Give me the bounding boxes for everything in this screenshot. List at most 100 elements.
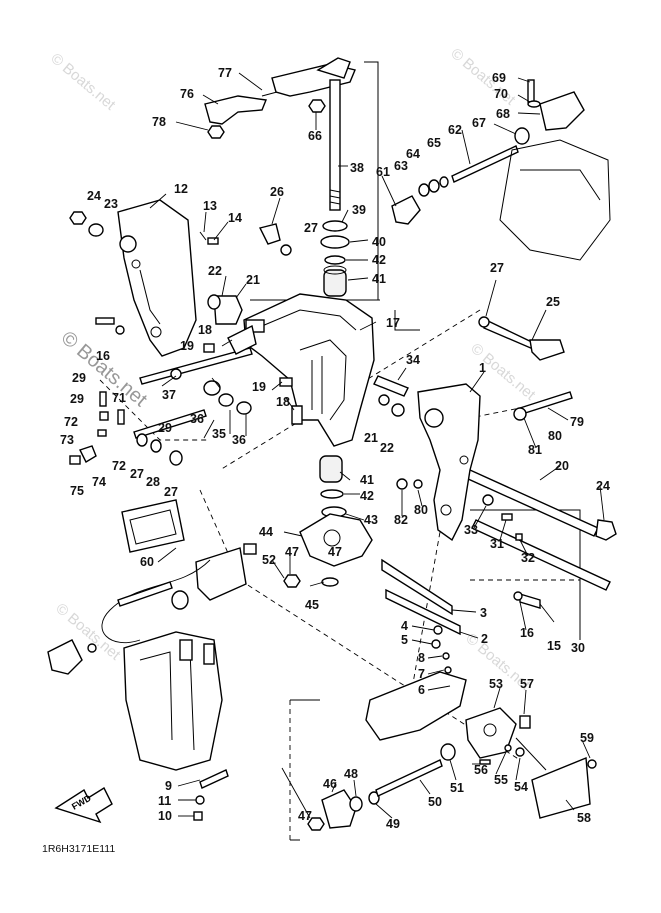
part-label[interactable]: 80 <box>414 503 428 517</box>
part-label[interactable]: 26 <box>270 185 284 199</box>
part-label[interactable]: 21 <box>364 431 378 445</box>
part-label[interactable]: 34 <box>406 353 420 367</box>
part-label[interactable]: 56 <box>474 763 488 777</box>
part-label[interactable]: 64 <box>406 147 420 161</box>
part-label[interactable]: 23 <box>104 197 118 211</box>
part-label[interactable]: 24 <box>87 189 101 203</box>
part-label[interactable]: 14 <box>228 211 242 225</box>
part-label[interactable]: 29 <box>70 392 84 406</box>
part-label[interactable]: 49 <box>386 817 400 831</box>
part-label[interactable]: 55 <box>494 773 508 787</box>
part-label[interactable]: 45 <box>305 598 319 612</box>
part-label[interactable]: 8 <box>418 651 425 665</box>
part-label[interactable]: 18 <box>198 323 212 337</box>
part-label[interactable]: 43 <box>364 513 378 527</box>
part-label[interactable]: 67 <box>472 116 486 130</box>
part-label[interactable]: 1 <box>479 361 486 375</box>
part-label[interactable]: 51 <box>450 781 464 795</box>
part-label[interactable]: 48 <box>344 767 358 781</box>
part-label[interactable]: 60 <box>140 555 154 569</box>
part-label[interactable]: 72 <box>112 459 126 473</box>
part-label[interactable]: 65 <box>427 136 441 150</box>
part-label[interactable]: 53 <box>489 677 503 691</box>
part-label[interactable]: 79 <box>570 415 584 429</box>
part-label[interactable]: 71 <box>112 391 126 405</box>
part-label[interactable]: 52 <box>262 553 276 567</box>
part-label[interactable]: 63 <box>394 159 408 173</box>
part-label[interactable]: 25 <box>546 295 560 309</box>
part-label[interactable]: 27 <box>304 221 318 235</box>
part-label[interactable]: 78 <box>152 115 166 129</box>
part-label[interactable]: 35 <box>212 427 226 441</box>
part-label[interactable]: 30 <box>571 641 585 655</box>
part-label[interactable]: 13 <box>203 199 217 213</box>
part-label[interactable]: 11 <box>158 794 171 808</box>
part-label[interactable]: 36 <box>232 433 246 447</box>
part-label[interactable]: 62 <box>448 123 462 137</box>
part-label[interactable]: 4 <box>401 619 408 633</box>
part-label[interactable]: 44 <box>259 525 273 539</box>
part-label[interactable]: 46 <box>323 777 337 791</box>
part-label[interactable]: 9 <box>165 779 172 793</box>
part-label[interactable]: 10 <box>158 809 172 823</box>
part-label[interactable]: 2 <box>481 632 488 646</box>
part-label[interactable]: 50 <box>428 795 442 809</box>
part-label[interactable]: 42 <box>360 489 374 503</box>
part-label[interactable]: 39 <box>352 203 366 217</box>
part-label[interactable]: 31 <box>490 537 504 551</box>
part-label[interactable]: 6 <box>418 683 425 697</box>
part-label[interactable]: 72 <box>64 415 78 429</box>
part-label[interactable]: 82 <box>394 513 408 527</box>
part-label[interactable]: 3 <box>480 606 487 620</box>
part-label[interactable]: 32 <box>521 551 535 565</box>
part-label[interactable]: 16 <box>520 626 534 640</box>
part-label[interactable]: 16 <box>96 349 110 363</box>
part-label[interactable]: 15 <box>547 639 561 653</box>
part-label[interactable]: 59 <box>580 731 594 745</box>
part-label[interactable]: 7 <box>418 667 425 681</box>
part-label[interactable]: 58 <box>577 811 591 825</box>
part-label[interactable]: 18 <box>276 395 290 409</box>
part-label[interactable]: 41 <box>372 272 386 286</box>
part-label[interactable]: 68 <box>496 107 510 121</box>
part-label[interactable]: 19 <box>252 380 266 394</box>
part-label[interactable]: 40 <box>372 235 386 249</box>
part-label[interactable]: 28 <box>146 475 160 489</box>
part-label[interactable]: 66 <box>308 129 322 143</box>
part-label[interactable]: 57 <box>520 677 534 691</box>
part-label[interactable]: 76 <box>180 87 194 101</box>
part-label[interactable]: 75 <box>70 484 84 498</box>
part-label[interactable]: 42 <box>372 253 386 267</box>
part-label[interactable]: 27 <box>130 467 144 481</box>
part-label[interactable]: 41 <box>360 473 374 487</box>
part-label[interactable]: 22 <box>208 264 222 278</box>
part-label[interactable]: 61 <box>376 165 390 179</box>
part-label[interactable]: 81 <box>528 443 542 457</box>
part-label[interactable]: 47 <box>298 809 312 823</box>
part-label[interactable]: 73 <box>60 433 74 447</box>
part-label[interactable]: 38 <box>350 161 364 175</box>
part-label[interactable]: 47 <box>285 545 299 559</box>
part-label[interactable]: 27 <box>164 485 178 499</box>
part-label[interactable]: 36 <box>190 412 204 426</box>
part-label[interactable]: 19 <box>180 339 194 353</box>
part-label[interactable]: 33 <box>464 523 478 537</box>
part-label[interactable]: 22 <box>380 441 394 455</box>
part-label[interactable]: 70 <box>494 87 508 101</box>
part-label[interactable]: 37 <box>162 388 176 402</box>
part-label[interactable]: 21 <box>246 273 260 287</box>
part-label[interactable]: 74 <box>92 475 106 489</box>
part-label[interactable]: 29 <box>158 421 172 435</box>
part-label[interactable]: 17 <box>386 316 400 330</box>
part-label[interactable]: 20 <box>555 459 569 473</box>
part-label[interactable]: 27 <box>490 261 504 275</box>
part-label[interactable]: 24 <box>596 479 610 493</box>
part-label[interactable]: 77 <box>218 66 232 80</box>
part-label[interactable]: 54 <box>514 780 528 794</box>
part-label[interactable]: 80 <box>548 429 562 443</box>
part-label[interactable]: 47 <box>328 545 342 559</box>
part-label[interactable]: 29 <box>72 371 86 385</box>
part-label[interactable]: 5 <box>401 633 408 647</box>
part-label[interactable]: 69 <box>492 71 506 85</box>
part-label[interactable]: 12 <box>174 182 188 196</box>
